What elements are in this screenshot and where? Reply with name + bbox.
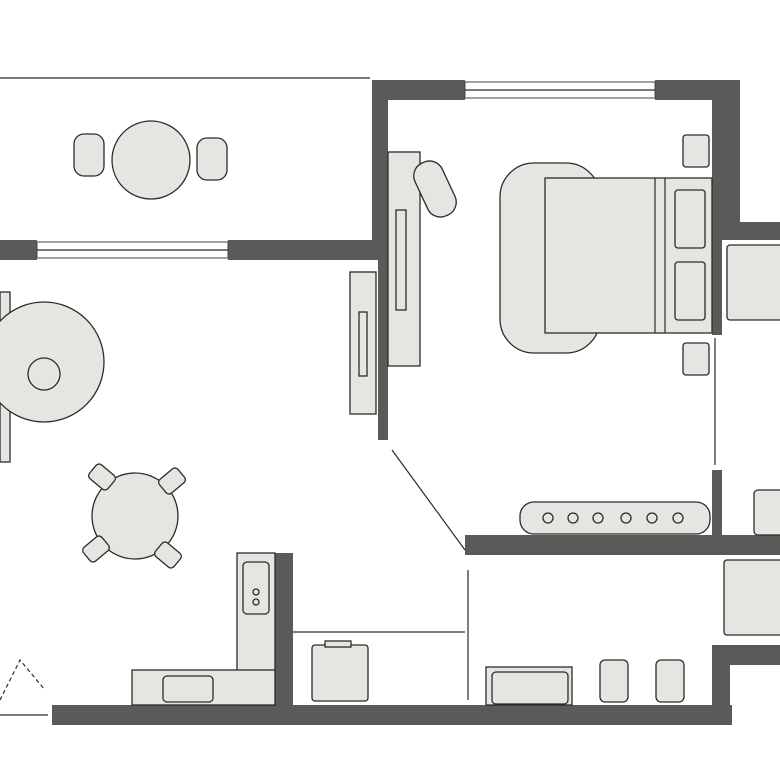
bedroom-furniture: [387, 134, 713, 535]
right-furniture: [723, 244, 780, 636]
balcony-dining-set: [73, 120, 228, 200]
walls: [0, 80, 780, 725]
windows: [36, 81, 656, 259]
kitchen-furniture: [131, 552, 465, 706]
bathroom-furniture: [485, 659, 685, 706]
doors: [0, 338, 716, 716]
living-furniture: [0, 271, 377, 569]
